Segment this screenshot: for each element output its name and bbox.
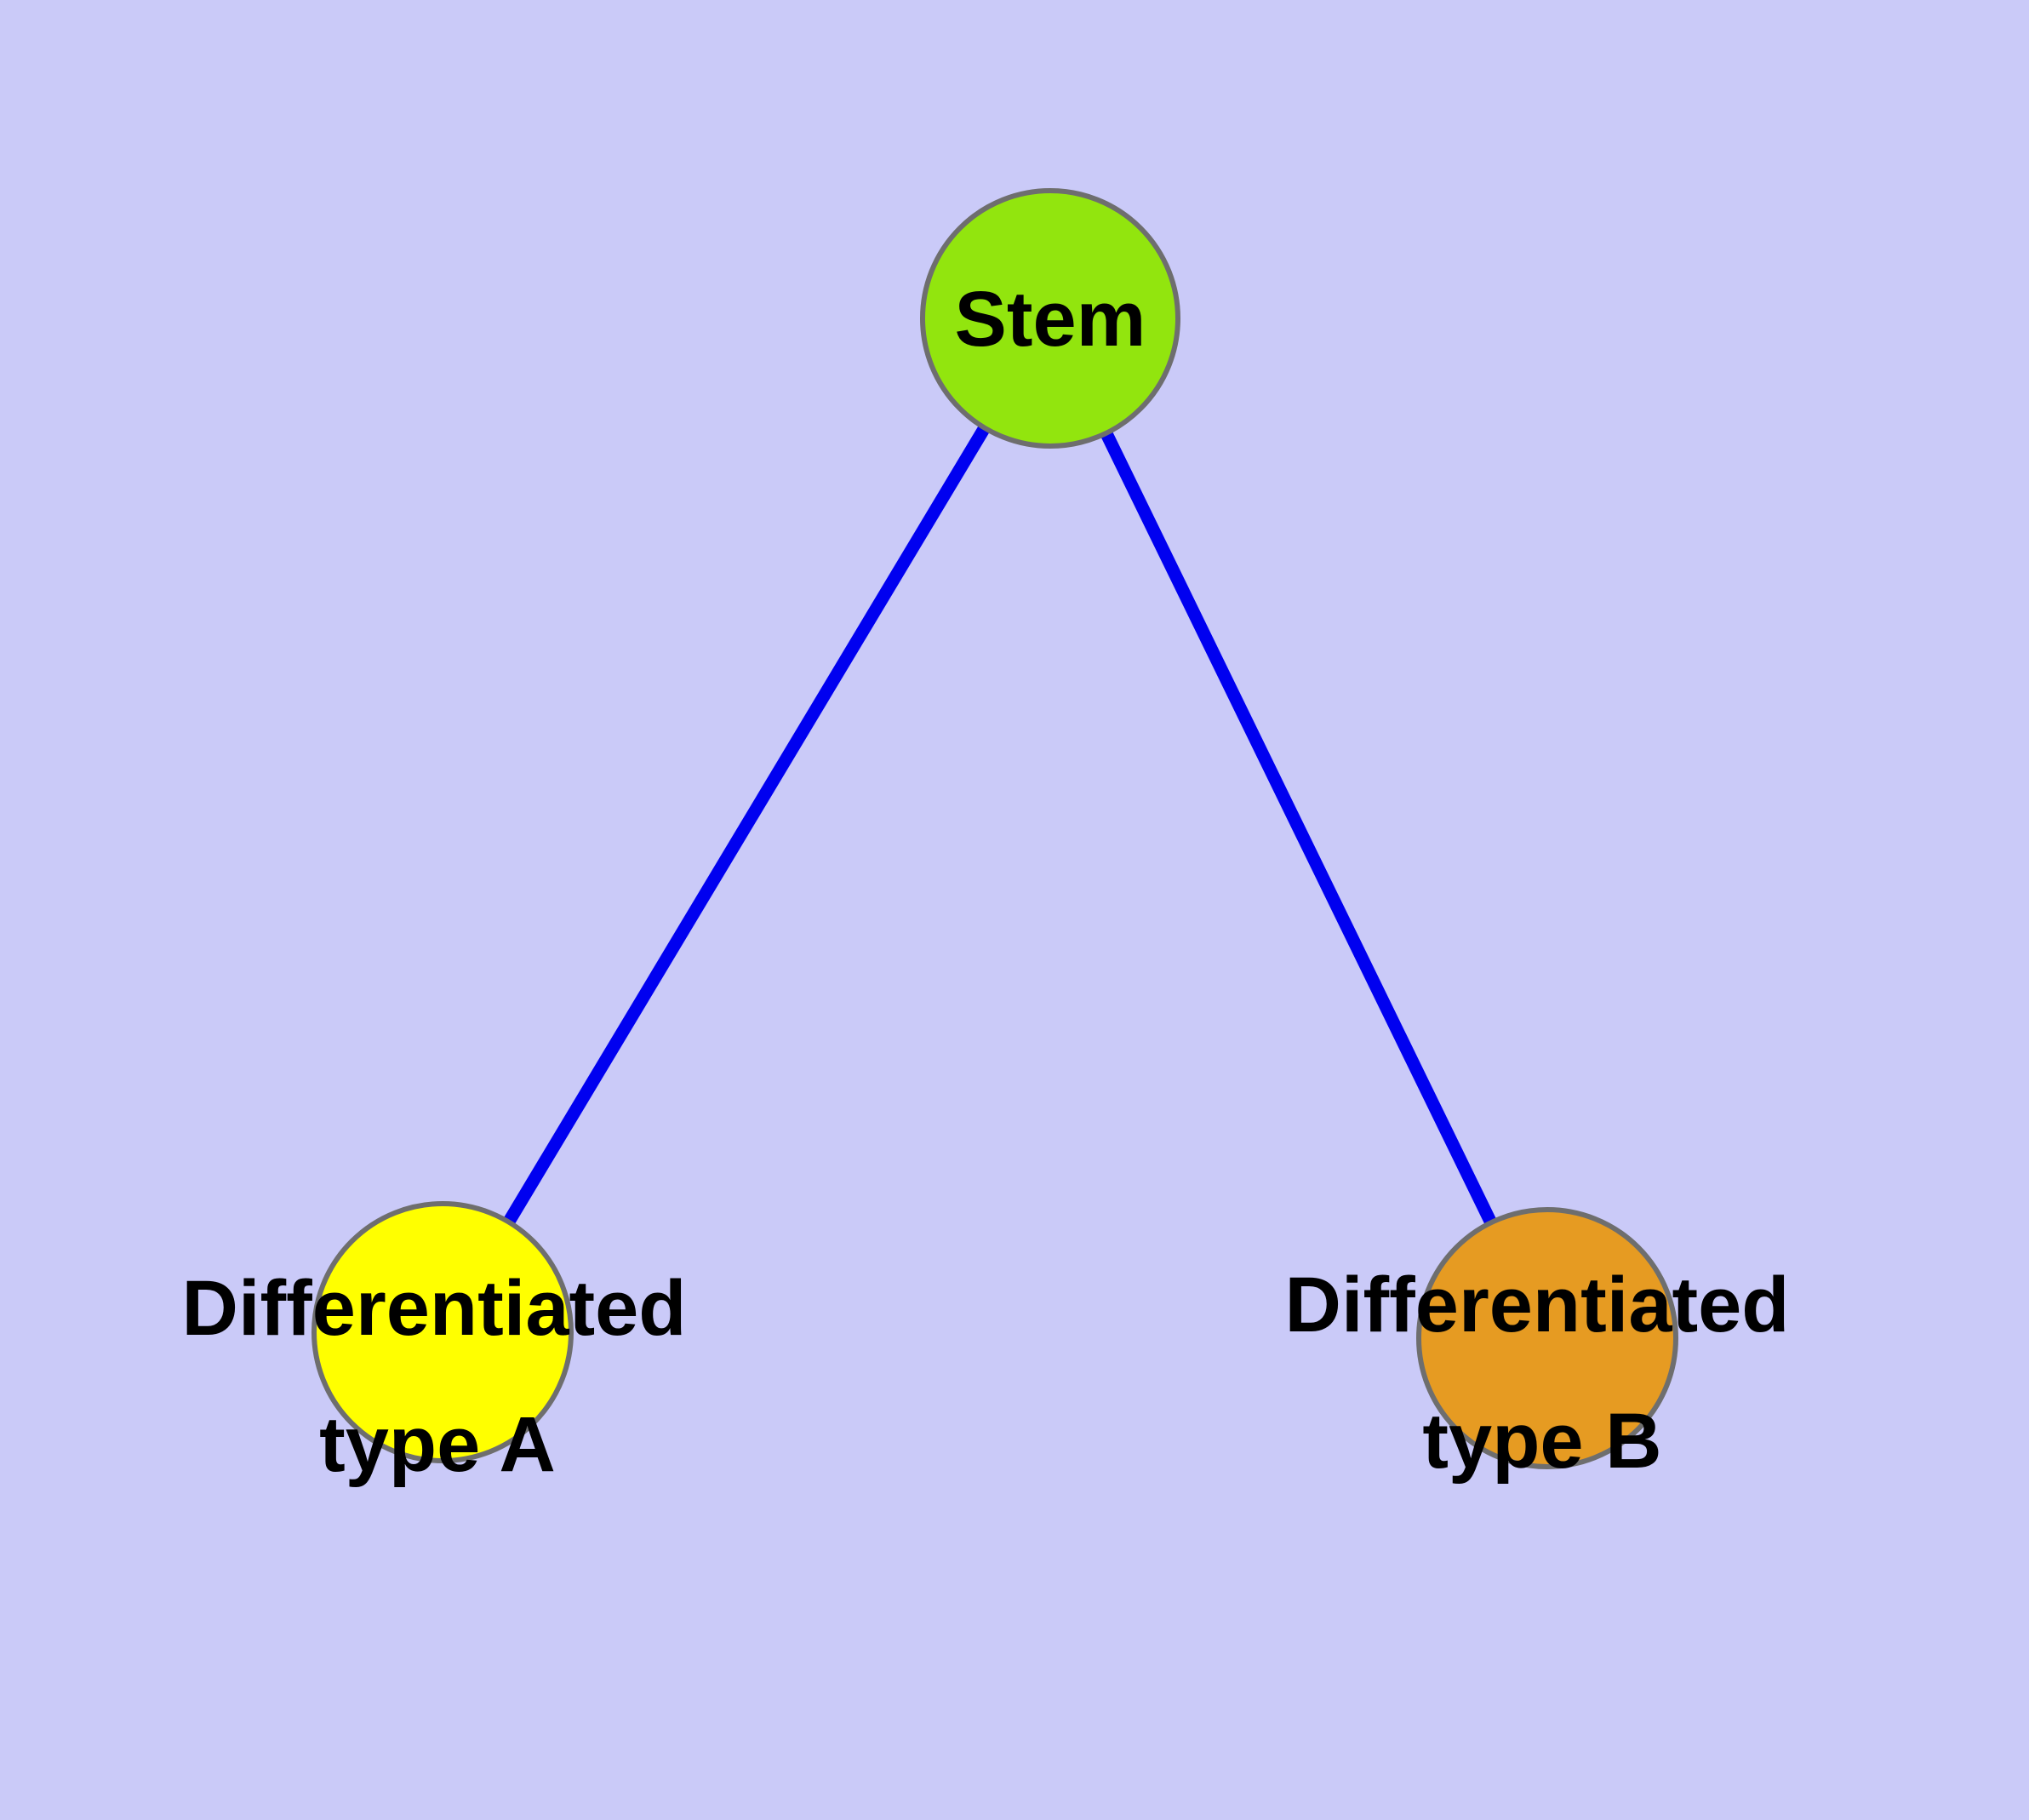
edge-stem-to-type-b (1044, 315, 1553, 1342)
edge-stem-to-type-a (437, 315, 1056, 1336)
node-differentiated-type-a (311, 1201, 574, 1463)
node-type-a-label-line1: Differentiated (182, 1265, 687, 1352)
node-type-b-label-line1: Differentiated (1285, 1262, 1790, 1348)
node-type-a-label-line2: type A (319, 1401, 556, 1488)
node-stem (920, 188, 1180, 449)
node-type-b-label-line2: type B (1422, 1398, 1661, 1485)
node-differentiated-type-b (1416, 1207, 1678, 1469)
node-stem-label: Stem (955, 276, 1146, 363)
